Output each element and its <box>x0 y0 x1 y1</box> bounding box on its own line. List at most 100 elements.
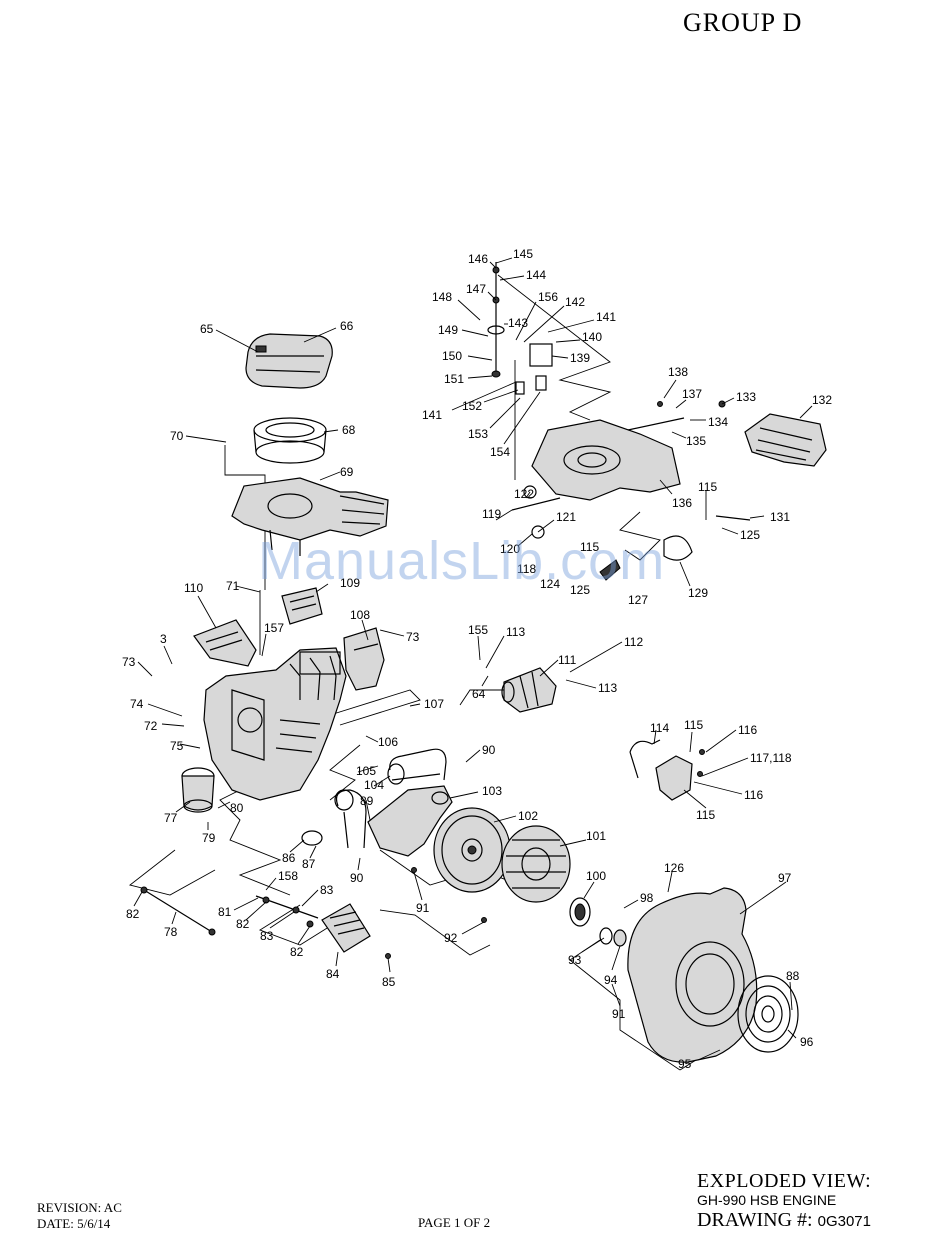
callout-66: 66 <box>340 319 354 333</box>
callout-112: 112 <box>624 635 643 649</box>
callout-105: 105 <box>356 764 376 778</box>
callout-115: 115 <box>684 718 703 732</box>
callout-107: 107 <box>424 697 444 711</box>
callout-122: 122 <box>514 487 534 501</box>
callout-144: 144 <box>526 268 546 282</box>
callout-119: 119 <box>482 507 501 521</box>
callout-104: 104 <box>364 778 384 792</box>
callout-97: 97 <box>778 871 792 885</box>
callout-68: 68 <box>342 423 356 437</box>
callout-126: 126 <box>664 861 684 875</box>
callout-90: 90 <box>350 871 364 885</box>
callout-140: 140 <box>582 330 602 344</box>
callout-124: 124 <box>540 577 560 591</box>
page-number: PAGE 1 OF 2 <box>418 1215 491 1230</box>
callout-70: 70 <box>170 429 184 443</box>
callout-149: 149 <box>438 323 458 337</box>
callout-135: 135 <box>686 434 706 448</box>
callout-121: 121 <box>556 510 576 524</box>
group-title: GROUP D <box>683 8 803 37</box>
callout-145: 145 <box>513 247 533 261</box>
drawing-label: DRAWING #: <box>697 1209 818 1231</box>
callout-83: 83 <box>260 929 274 943</box>
callout-115: 115 <box>696 808 715 822</box>
callout-91: 91 <box>416 901 430 915</box>
callout-111: 111 <box>558 653 577 667</box>
callout-78: 78 <box>164 925 178 939</box>
callout-89: 89 <box>360 794 374 808</box>
callout-73: 73 <box>406 630 420 644</box>
callout-91: 91 <box>612 1007 626 1021</box>
callout-118: 118 <box>517 562 536 576</box>
callout-133: 133 <box>736 390 756 404</box>
air-cleaner-cover <box>245 333 333 389</box>
callout-94: 94 <box>604 973 618 987</box>
callout-83: 83 <box>320 883 334 897</box>
callout-85: 85 <box>382 975 396 989</box>
callout-77: 77 <box>164 811 178 825</box>
callout-71: 71 <box>226 579 240 593</box>
callout-69: 69 <box>340 465 354 479</box>
callout-108: 108 <box>350 608 370 622</box>
callout-142: 142 <box>565 295 585 309</box>
rods-and-plate <box>140 867 487 959</box>
callout-138: 138 <box>668 365 688 379</box>
revision-text: REVISION: AC <box>37 1200 122 1215</box>
callout-127: 127 <box>628 593 648 607</box>
fan-grille <box>737 975 799 1053</box>
callout-157: 157 <box>264 621 284 635</box>
date-text: DATE: 5/6/14 <box>37 1216 111 1231</box>
callout-86: 86 <box>282 851 296 865</box>
callout-116: 116 <box>738 723 757 737</box>
callout-115: 115 <box>698 480 717 494</box>
callout-137: 137 <box>682 387 702 401</box>
callout-79: 79 <box>202 831 216 845</box>
callout-87: 87 <box>302 857 316 871</box>
callout-156: 156 <box>538 290 558 304</box>
revision-block: REVISION: AC DATE: 5/6/14 <box>37 1200 122 1232</box>
shroud-103 <box>367 785 453 857</box>
callout-129: 129 <box>688 586 708 600</box>
callout-74: 74 <box>130 697 144 711</box>
callout-146: 146 <box>468 252 488 266</box>
callout-64: 64 <box>472 687 486 701</box>
model-name: GH-990 HSB ENGINE <box>697 1192 837 1208</box>
callout-109: 109 <box>340 576 360 590</box>
callout-92: 92 <box>444 931 458 945</box>
bracket-assembly <box>629 739 705 801</box>
callout-136: 136 <box>672 496 692 510</box>
callout-72: 72 <box>144 719 158 733</box>
callout-90: 90 <box>482 743 496 757</box>
callout-120: 120 <box>500 542 520 556</box>
callout-125: 125 <box>740 528 760 542</box>
callout-103: 103 <box>482 784 502 798</box>
callout-139: 139 <box>570 351 590 365</box>
callout-158: 158 <box>278 869 298 883</box>
callout-132: 132 <box>812 393 832 407</box>
drawing-number: 0G3071 <box>817 1213 871 1230</box>
blower-housing <box>627 887 758 1063</box>
callout-3: 3 <box>160 632 167 646</box>
callout-141: 141 <box>596 310 616 324</box>
callout-148: 148 <box>432 290 452 304</box>
drawing-number-line: DRAWING #: 0G3071 <box>697 1209 871 1232</box>
callout-110: 110 <box>184 581 203 595</box>
starter-motor <box>501 667 557 713</box>
air-cleaner-base <box>231 477 389 556</box>
callout-147: 147 <box>466 282 486 296</box>
view-title: EXPLODED VIEW: <box>697 1170 872 1192</box>
callout-152: 152 <box>462 399 482 413</box>
callout-95: 95 <box>678 1057 692 1071</box>
callout-154: 154 <box>490 445 510 459</box>
callout-125: 125 <box>570 583 590 597</box>
callout-82: 82 <box>126 907 140 921</box>
callout-82: 82 <box>236 917 250 931</box>
air-filter-element <box>253 417 327 464</box>
callout-117-118: 117,118 <box>750 751 792 765</box>
engine-block <box>203 647 347 801</box>
callout-102: 102 <box>518 809 538 823</box>
callout-115: 115 <box>580 540 599 554</box>
callout-81: 81 <box>218 905 232 919</box>
